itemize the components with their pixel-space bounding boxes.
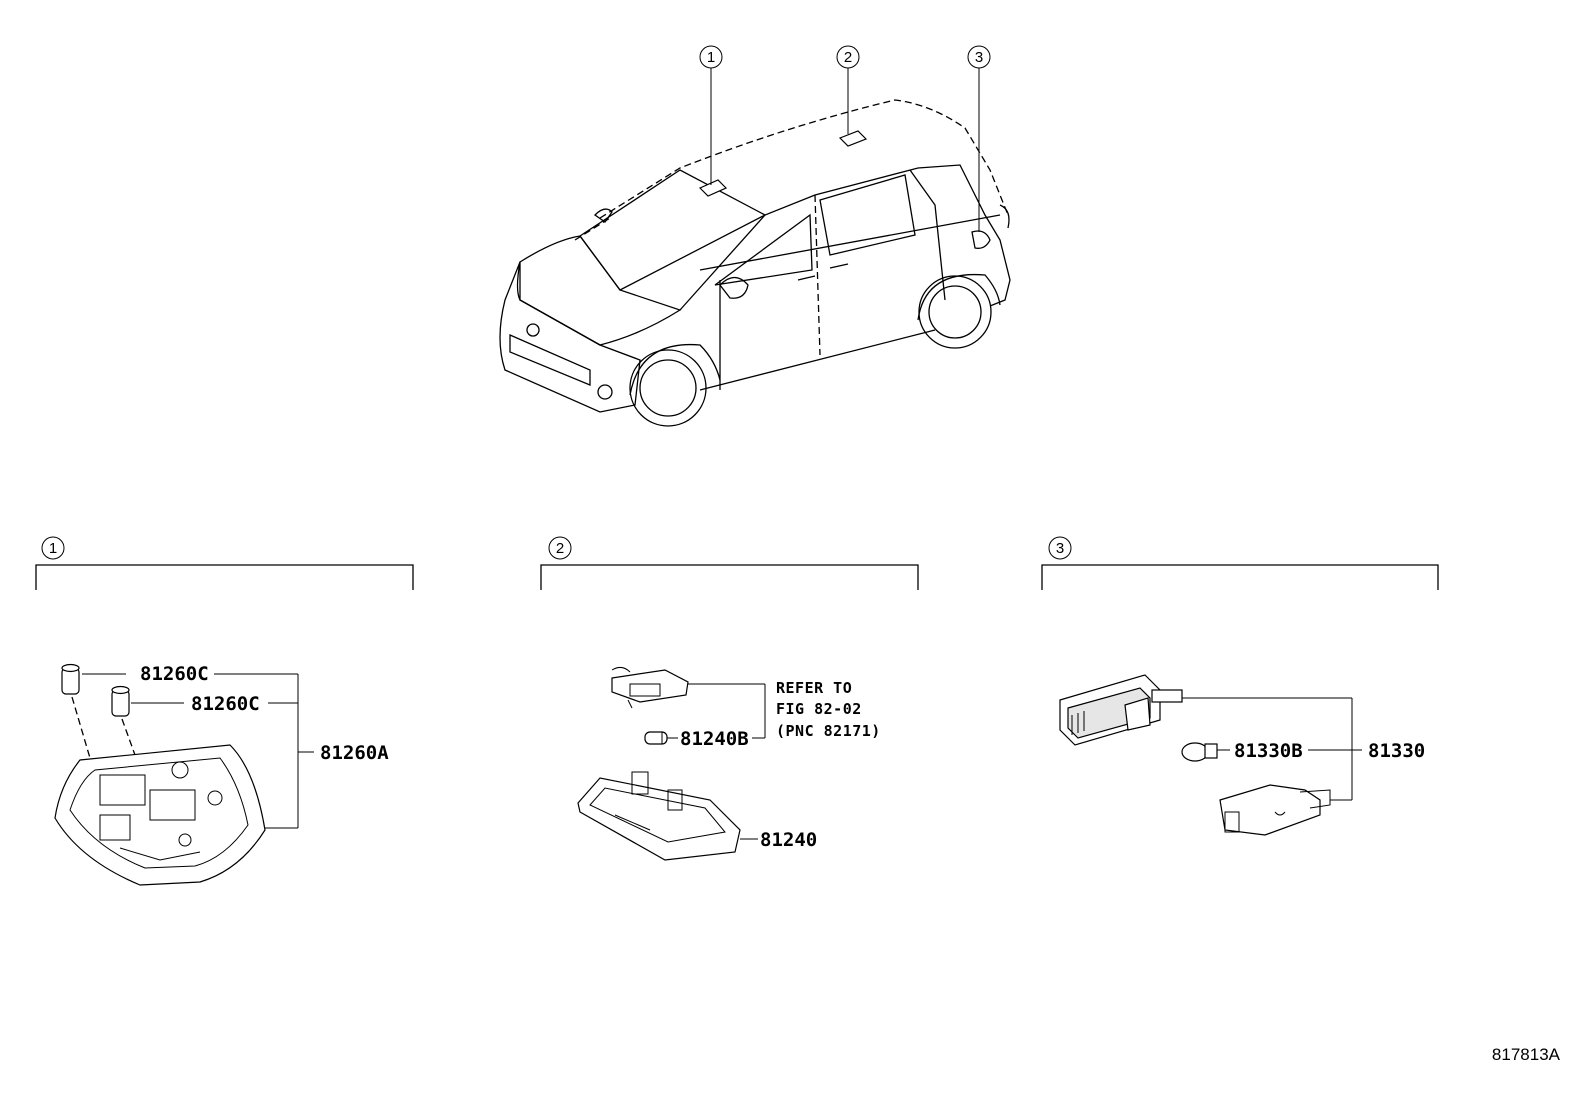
part-label-81260c-a: 81260C xyxy=(140,663,209,685)
group-1: 1 81260C 81260C xyxy=(35,536,414,886)
bulb-81240b[interactable] xyxy=(644,731,668,745)
lamp-assembly-81240[interactable] xyxy=(577,771,741,861)
part-label-81330: 81330 xyxy=(1368,740,1425,762)
callout-3-number: 3 xyxy=(975,49,983,66)
part-label-81240: 81240 xyxy=(760,829,817,851)
illustration-code: 817813A xyxy=(1492,1045,1561,1064)
group-1-bracket xyxy=(35,564,414,590)
part-label-81330b: 81330B xyxy=(1234,740,1303,762)
group-2: 2 81240B REFER TO FIG 82-02 (PNC xyxy=(540,536,919,861)
reference-note-line1: REFER TO xyxy=(776,679,852,697)
group-3-bracket xyxy=(1041,564,1439,590)
part-label-81260c-b: 81260C xyxy=(191,693,260,715)
group-1-number: 1 xyxy=(49,540,57,557)
group-2-bracket xyxy=(540,564,919,590)
callout-1-number: 1 xyxy=(707,49,715,66)
callout-2-number: 2 xyxy=(844,49,852,66)
bulb-81260c-b[interactable] xyxy=(111,685,130,717)
group-3-number: 3 xyxy=(1056,540,1064,557)
lamp-lens[interactable] xyxy=(1059,674,1183,746)
part-label-81260a: 81260A xyxy=(320,742,389,764)
reference-note-line2: FIG 82-02 xyxy=(776,700,862,718)
lamp-assembly-81260a[interactable] xyxy=(54,744,266,886)
bulb-81330b[interactable] xyxy=(1181,742,1218,762)
part-label-81240b: 81240B xyxy=(680,728,749,750)
group-2-number: 2 xyxy=(556,540,564,557)
switch-socket[interactable] xyxy=(611,666,689,709)
lamp-assembly-81330[interactable] xyxy=(1219,784,1331,836)
vehicle-callouts: 1 2 3 xyxy=(699,45,991,232)
reference-note-line3: (PNC 82171) xyxy=(776,722,881,740)
group-3: 3 81330B 81330 xyxy=(1041,536,1439,836)
vehicle-illustration xyxy=(499,99,1011,427)
bulb-81260c-a[interactable] xyxy=(61,663,80,695)
